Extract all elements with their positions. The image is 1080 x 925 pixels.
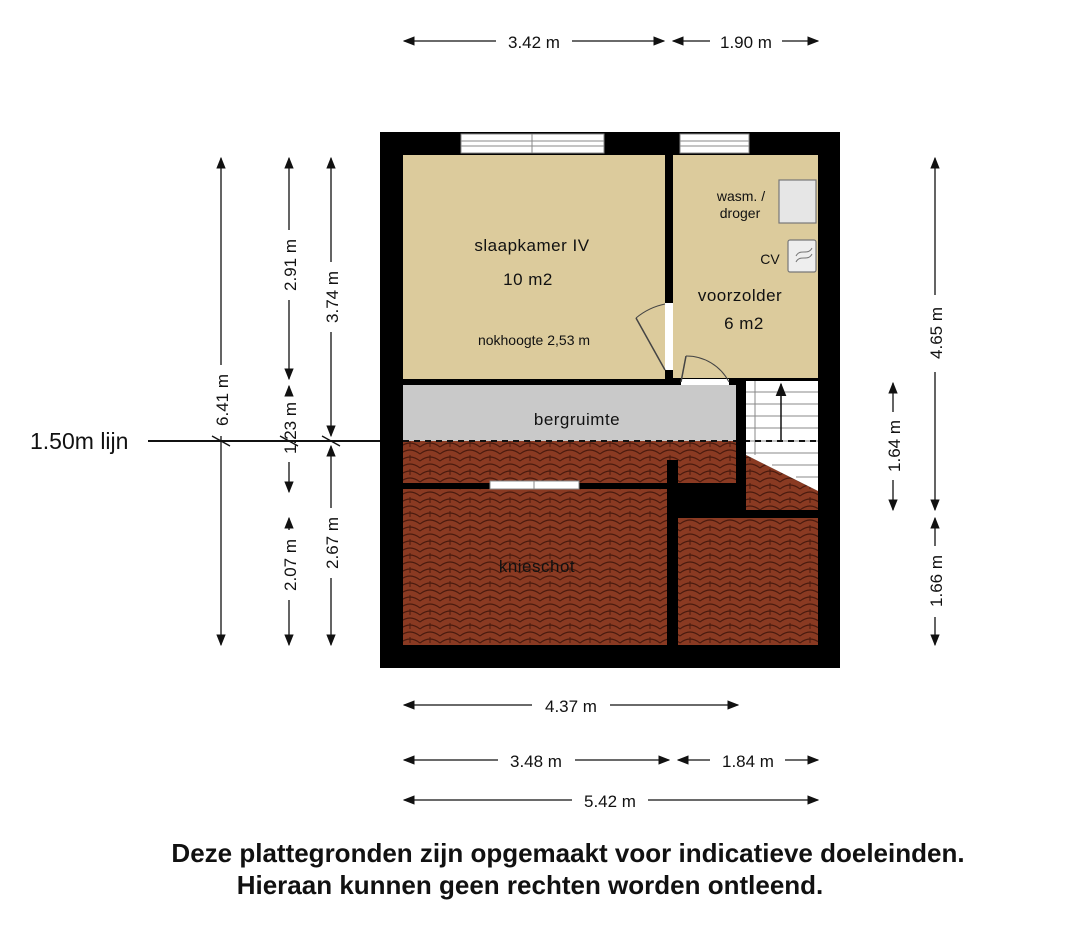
- dim-top-right: 1.90 m: [720, 33, 772, 52]
- dim-left-middle: 1.23 m: [281, 402, 300, 454]
- washer-dryer-icon: [778, 179, 817, 224]
- bedroom-floor: [403, 155, 665, 379]
- dim-top-left: 3.42 m: [508, 33, 560, 52]
- dim-bottom-total: 5.42 m: [584, 792, 636, 811]
- kneewall-label: knieschot: [499, 557, 575, 576]
- dim-bottom-left: 3.48 m: [510, 752, 562, 771]
- ridge-height: nokhoogte 2,53 m: [478, 332, 590, 348]
- dim-left-upper: 2.91 m: [281, 239, 300, 291]
- door-bedroom: [635, 303, 673, 371]
- washer-label: wasm. /: [716, 188, 765, 204]
- door-attic: [680, 355, 730, 385]
- disclaimer-line-1: Deze plattegronden zijn opgemaakt voor i…: [171, 838, 965, 868]
- building: slaapkamer IV 10 m2 nokhoogte 2,53 m voo…: [380, 132, 840, 668]
- dim-left2-upper: 3.74 m: [323, 271, 342, 323]
- roof-tiles-right: [678, 518, 818, 645]
- stair-treads: [746, 378, 818, 478]
- roof-tiles-strip: [403, 441, 736, 483]
- window-top-left: [460, 133, 605, 154]
- bedroom-area: 10 m2: [503, 270, 553, 289]
- boiler-label: CV: [760, 251, 780, 267]
- disclaimer-line-2: Hieraan kunnen geen rechten worden ontle…: [236, 870, 824, 900]
- window-top-right: [679, 133, 750, 154]
- storage-label: bergruimte: [534, 410, 620, 429]
- attic-area: 6 m2: [724, 314, 764, 333]
- dimension-lines: [216, 36, 940, 805]
- roof-tiles-stair: [746, 455, 818, 510]
- boiler-icon: [787, 239, 817, 273]
- dim-left-total: 6.41 m: [213, 374, 232, 426]
- height-line: 1.50m lijn: [30, 428, 380, 454]
- roof-tiles-left: [403, 489, 667, 645]
- attic-name: voorzolder: [698, 286, 782, 305]
- dim-bottom-right: 1.84 m: [722, 752, 774, 771]
- dryer-label: droger: [720, 205, 761, 221]
- dim-bottom-inner: 4.37 m: [545, 697, 597, 716]
- dim-left2-lower: 2.67 m: [323, 517, 342, 569]
- dim-right-middle: 1.64 m: [885, 420, 904, 472]
- dim-left-lower: 2.07 m: [281, 539, 300, 591]
- dim-right-upper: 4.65 m: [927, 307, 946, 359]
- storage-floor: [403, 385, 736, 441]
- height-line-label: 1.50m lijn: [30, 428, 128, 454]
- dim-right-lower: 1.66 m: [927, 555, 946, 607]
- bedroom-name: slaapkamer IV: [474, 236, 589, 255]
